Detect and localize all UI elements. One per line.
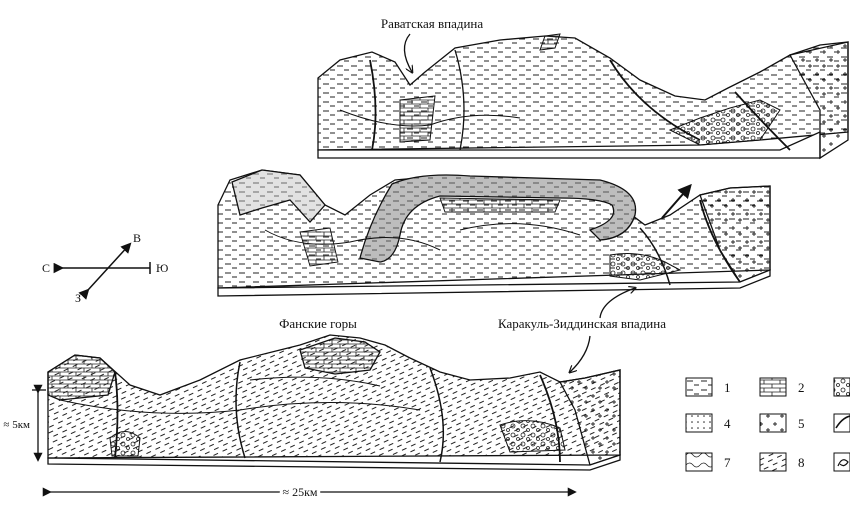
top-block-surface xyxy=(318,36,848,150)
legend-num-4: 4 xyxy=(724,416,731,431)
legend-swatch-4 xyxy=(686,414,712,432)
bottom-block xyxy=(48,335,620,470)
legend-swatch-8 xyxy=(760,453,786,471)
compass-east: В xyxy=(133,231,141,245)
ravat-arrow xyxy=(404,34,412,72)
label-fan: Фанские горы xyxy=(279,316,357,331)
scale-horizontal-label: ≈ 25км xyxy=(282,485,317,499)
top-block xyxy=(318,34,848,158)
legend-num-1: 1 xyxy=(724,380,731,395)
legend-num-7: 7 xyxy=(724,455,731,470)
legend-num-5: 5 xyxy=(798,416,805,431)
compass-west: З xyxy=(75,291,81,305)
legend-swatch-1 xyxy=(686,378,712,396)
karakul-arrow xyxy=(570,336,590,372)
legend-num-8: 8 xyxy=(798,455,805,470)
scale-vertical xyxy=(32,390,46,460)
legend-swatch-2 xyxy=(760,378,786,396)
scale-vertical-label: ≈ 5км xyxy=(3,419,30,431)
compass-south: Ю xyxy=(156,261,168,275)
compass xyxy=(62,244,150,290)
legend-swatch-7 xyxy=(686,453,712,471)
label-karakul: Каракуль-Зиддинская впадина xyxy=(498,316,666,331)
label-ravat: Раватская впадина xyxy=(381,16,484,31)
top-block-limestone xyxy=(400,96,435,142)
legend-num-2: 2 xyxy=(798,380,805,395)
legend-swatch-3 xyxy=(834,378,850,396)
legend xyxy=(686,378,850,471)
legend-swatch-5 xyxy=(760,414,786,432)
karakul-arrow-mid xyxy=(600,288,635,318)
bottom-block-limestone-left xyxy=(48,355,115,400)
compass-north: С xyxy=(42,261,50,275)
